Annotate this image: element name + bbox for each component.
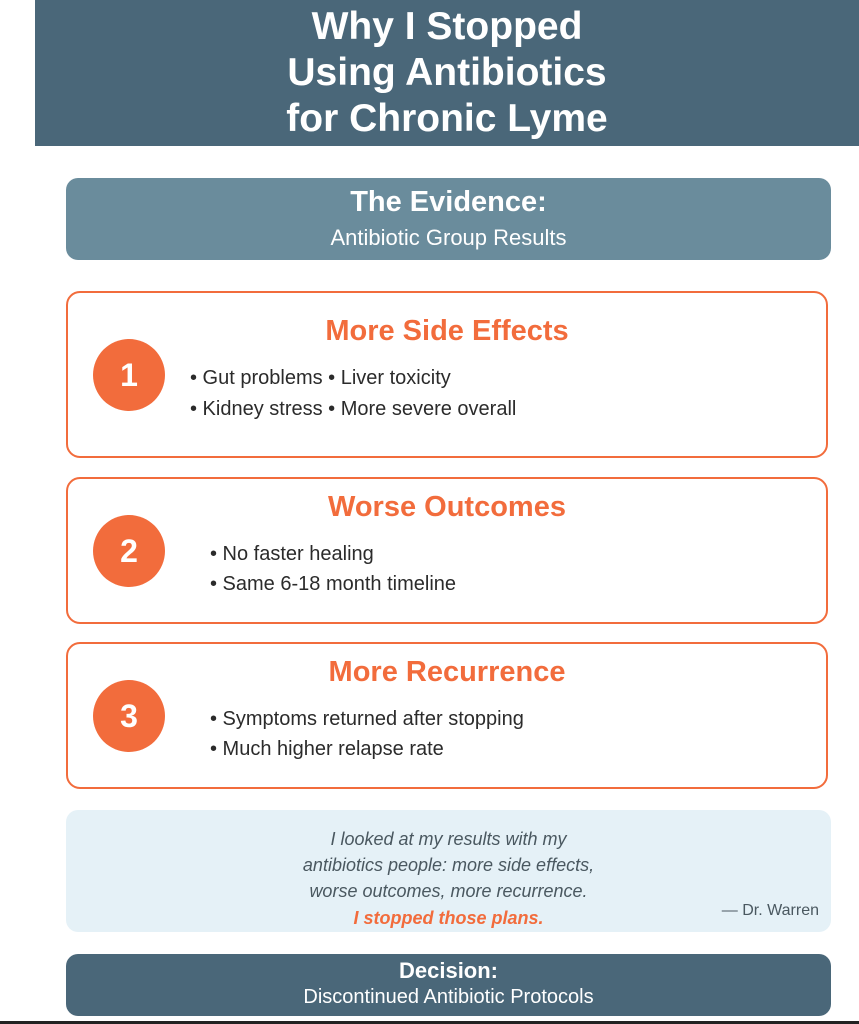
quote-line: I looked at my results with my: [330, 829, 567, 849]
evidence-title: The Evidence:: [350, 186, 547, 218]
evidence-subtitle: Antibiotic Group Results: [330, 225, 567, 250]
title-line-1: Why I Stopped: [311, 5, 583, 48]
card-bullet: • Kidney stress • More severe overall: [190, 398, 517, 420]
evidence-banner: The Evidence: Antibiotic Group Results: [66, 178, 831, 260]
number-badge-1: 1: [93, 339, 165, 411]
title-line-3: for Chronic Lyme: [286, 97, 608, 140]
card-worse-outcomes: 2 Worse Outcomes • No faster healing • S…: [66, 477, 828, 624]
bottom-divider: [0, 1021, 859, 1024]
quote-box: I looked at my results with my antibioti…: [66, 810, 831, 932]
title-line-2: Using Antibiotics: [287, 51, 607, 94]
card-side-effects: 1 More Side Effects • Gut problems • Liv…: [66, 291, 828, 458]
decision-banner: Decision: Discontinued Antibiotic Protoc…: [66, 954, 831, 1016]
quote-line: worse outcomes, more recurrence.: [309, 881, 588, 901]
card-title: More Recurrence: [328, 656, 566, 688]
card-title: More Side Effects: [325, 315, 569, 347]
card-bullet: • Much higher relapse rate: [210, 738, 444, 760]
page-header: Why I Stopped Using Antibiotics for Chro…: [35, 0, 859, 146]
card-bullet: • Gut problems • Liver toxicity: [190, 367, 451, 389]
number-badge-2: 2: [93, 515, 165, 587]
quote-emphasis: I stopped those plans.: [353, 908, 544, 928]
card-title: Worse Outcomes: [328, 491, 566, 523]
card-bullet: • Same 6-18 month timeline: [210, 573, 457, 595]
quote-author: — Dr. Warren: [721, 902, 819, 919]
decision-title: Decision:: [398, 958, 499, 983]
card-more-recurrence: 3 More Recurrence • Symptoms returned af…: [66, 642, 828, 789]
card-bullet: • No faster healing: [210, 543, 374, 565]
number-badge-3: 3: [93, 680, 165, 752]
quote-line: antibiotics people: more side effects,: [302, 855, 595, 875]
card-bullet: • Symptoms returned after stopping: [210, 708, 524, 730]
decision-subtitle: Discontinued Antibiotic Protocols: [303, 986, 594, 1008]
